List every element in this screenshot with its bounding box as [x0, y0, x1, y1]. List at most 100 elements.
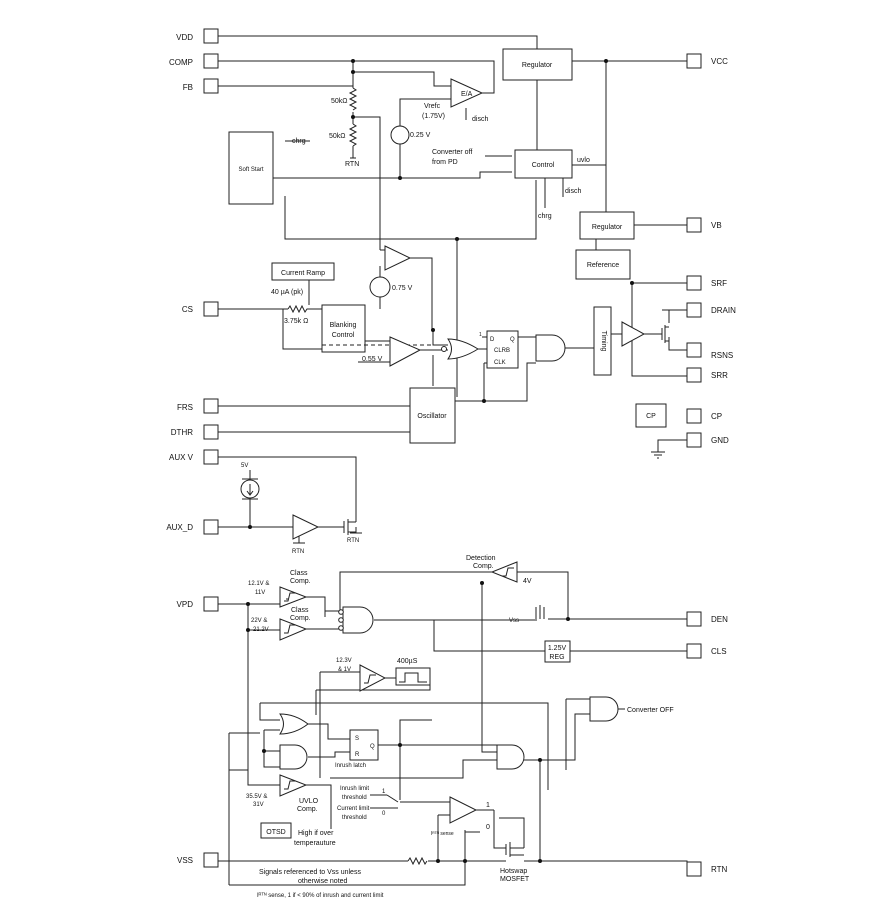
irtn-sense-label: Iᴿᵀᴺ sense — [431, 831, 454, 837]
control-label: Control — [532, 162, 555, 169]
current-th-b-label: threshold — [342, 815, 367, 821]
pin-label-srr: SRR — [711, 371, 728, 380]
pin-srf — [686, 275, 702, 291]
junction — [246, 628, 250, 632]
mux-0-label: 0 — [382, 811, 386, 817]
junction — [351, 115, 355, 119]
regulator-vb-block — [579, 211, 635, 240]
inrush-th-a-label: Inrush limit — [340, 786, 369, 792]
pin-vcc — [686, 53, 702, 69]
pin-label-den: DEN — [711, 615, 728, 624]
junction — [482, 399, 486, 403]
pin-label-drain: DRAIN — [711, 306, 736, 315]
regulator-vb-label: Regulator — [592, 224, 623, 231]
ea-label: E/A — [461, 91, 473, 98]
high-temp-a-label: High if over — [298, 830, 334, 837]
pin-cls — [686, 643, 702, 659]
v5-label: 5V — [241, 463, 248, 469]
timing-block — [593, 306, 612, 376]
timing-label: Timing — [600, 331, 607, 352]
pin-label-dthr: DTHR — [171, 428, 193, 437]
resistor-50k-top — [348, 87, 358, 111]
oscillator-block — [409, 387, 456, 444]
or-gate-inverter-bubble — [441, 346, 447, 352]
comparator-075 — [384, 245, 412, 271]
inrush-th-b-label: threshold — [342, 795, 367, 801]
junction — [480, 581, 484, 585]
pin-label-vb: VB — [711, 221, 722, 230]
and-gate-hotswap — [496, 744, 525, 770]
high-temp-b-label: temperauture — [294, 840, 336, 847]
pin-cs — [203, 301, 219, 317]
class-comp-1b-label: Comp. — [290, 578, 311, 585]
v075-source — [369, 276, 391, 298]
hotswap-a-label: Hotswap — [500, 868, 527, 875]
th-355-b-label: 31V — [253, 802, 264, 808]
pin-label-comp: COMP — [169, 58, 193, 67]
uvlo-comp-b-label: Comp. — [297, 806, 318, 813]
converter-off-output-label: Converter OFF — [627, 707, 674, 714]
junction — [246, 602, 250, 606]
and-bubble-3 — [338, 625, 344, 631]
pin-vdd — [203, 28, 219, 44]
output-mosfet — [661, 325, 669, 343]
pin-label-gnd: GND — [711, 436, 729, 445]
latch-s-label: S — [355, 736, 359, 742]
pin-srr — [686, 367, 702, 383]
otsd-block — [260, 822, 292, 839]
pin-frs — [203, 398, 219, 414]
zero-out-label: 0 — [486, 824, 490, 831]
pin-label-fb: FB — [183, 83, 193, 92]
pin-drain — [686, 302, 702, 318]
ff-d-label: D — [490, 337, 495, 343]
det-comp-b-label: Comp. — [473, 563, 494, 570]
pin-vss — [203, 852, 219, 868]
class-comp-2a-label: Class — [291, 607, 309, 614]
flip-flop-block — [486, 330, 519, 369]
right-pins: VCC VB SRF DRAIN RSNS SRR CP GND DEN CLS… — [686, 53, 736, 877]
rtn-label-1: RTN — [345, 161, 359, 168]
disch-label: disch — [565, 188, 581, 195]
comparator-12-3 — [359, 664, 387, 692]
pin-label-aux-d: AUX_D — [166, 523, 193, 532]
aux-mosfet — [343, 510, 357, 535]
chrg-in-label: chrg — [292, 138, 306, 145]
current-ramp-label: Current Ramp — [281, 270, 325, 277]
blanking-label-2: Control — [332, 332, 355, 339]
labels-upper: 50kΩ 50kΩ RTN Vrefc (1.75V) disch 0.25 V… — [241, 98, 590, 555]
blanking-control-block — [321, 304, 366, 353]
uvlo-label: uvlo — [577, 157, 590, 164]
left-pins: VDD COMP FB CS FRS DTHR AUX V AUX_D VPD … — [166, 28, 219, 868]
pin-label-rsns: RSNS — [711, 351, 733, 360]
and-bubble-2 — [338, 617, 344, 623]
pwm-comparator — [389, 336, 422, 367]
pin-vb — [686, 217, 702, 233]
th-123-a-label: 12.3V — [336, 658, 352, 664]
cp-label: CP — [646, 413, 656, 420]
pin-vpd — [203, 596, 219, 612]
class-comp-2b-label: Comp. — [290, 615, 311, 622]
latch-r-label: R — [355, 752, 360, 758]
and-gate-class — [342, 606, 374, 634]
hotswap-b-label: MOSFET — [500, 876, 530, 883]
current-ramp-block — [271, 262, 335, 281]
junction — [398, 176, 402, 180]
t400-label: 400µS — [397, 658, 418, 665]
signals-note-b-label: otherwise noted — [298, 878, 348, 885]
pin-label-cls: CLS — [711, 647, 727, 656]
junction — [431, 328, 435, 332]
th-22-b-label: 21.2V — [253, 627, 269, 633]
wires-lower — [218, 571, 688, 886]
v4-label: 4V — [523, 578, 532, 585]
timer-pulse — [399, 672, 427, 683]
reference-label: Reference — [587, 262, 619, 269]
junction — [455, 237, 459, 241]
hysteresis-symbol-det — [502, 567, 514, 577]
hysteresis-symbol-uvlo — [284, 780, 296, 790]
and-gate-output — [535, 334, 566, 362]
ff-q-label: Q — [510, 337, 515, 343]
one-out-label: 1 — [486, 802, 490, 809]
rtn-label-2: RTN — [292, 549, 304, 555]
or-gate-latch — [279, 713, 309, 735]
latch-q-label: Q — [370, 744, 375, 750]
